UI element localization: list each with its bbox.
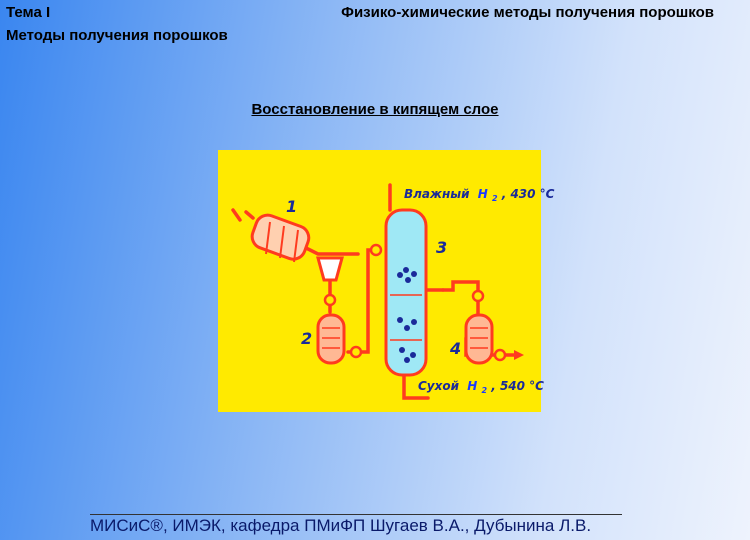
subtitle: Методы получения порошков [6, 27, 228, 44]
label-3: 3 [436, 238, 447, 257]
footer-divider [90, 514, 622, 515]
inlet-h-sub: 2 [492, 194, 498, 203]
valve-icon [471, 289, 485, 303]
valve-icon [369, 243, 383, 257]
label-2: 2 [301, 329, 312, 348]
inlet-temp: , 430 °C [501, 187, 555, 201]
footer-credits: МИСиС®, ИМЭК, кафедра ПМиФП Шугаев В.А.,… [90, 516, 592, 535]
vessel-4 [464, 289, 524, 365]
outlet-h-sub: 2 [481, 386, 487, 395]
heater-1 [250, 213, 311, 263]
fluidized-bed-diagram: 1 2 3 4 Влажный H 2 , 430 °C Сухой H 2 ,… [218, 150, 555, 412]
section-title: Физико-химические методы получения порош… [341, 4, 714, 21]
svg-text:Влажный H 2: Влажный H 2 , 430 °C [404, 187, 555, 204]
arrow-right-icon [514, 350, 524, 360]
reactor-3 [369, 208, 428, 377]
inlet-h: H [478, 187, 488, 201]
valve-icon [493, 348, 507, 362]
inlet-label: Влажный H 2 , 430 °C [404, 187, 555, 204]
outlet-label: Сухой H 2 , 540 °C [418, 379, 544, 396]
svg-text:Сухой H 2 ,: Сухой H 2 , 540 °C [418, 379, 544, 396]
slide-heading: Восстановление в кипящем слое [251, 101, 499, 118]
diagram-background [218, 150, 541, 412]
vessel-2 [316, 313, 363, 365]
valve-icon [349, 345, 363, 359]
label-1: 1 [286, 197, 297, 216]
outlet-temp: , 540 °C [490, 379, 544, 393]
valve-icon [323, 293, 337, 307]
outlet-prefix: Сухой [418, 379, 460, 393]
label-4: 4 [449, 339, 461, 358]
topic-label: Тема I [6, 4, 51, 21]
feed-hopper [316, 256, 344, 307]
outlet-h: H [467, 379, 477, 393]
inlet-prefix: Влажный [404, 187, 470, 201]
